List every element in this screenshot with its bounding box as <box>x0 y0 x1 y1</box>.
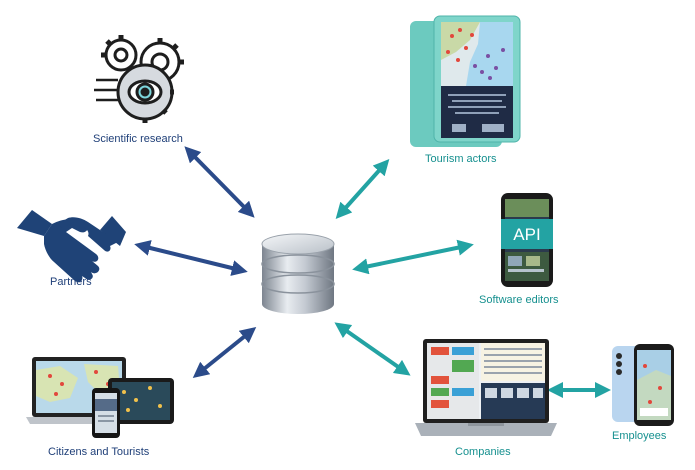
arrow-partners <box>134 240 248 276</box>
laptop-dashboard-icon <box>415 339 557 436</box>
arrow-software-editors <box>352 239 474 275</box>
tablet-map-icon <box>410 15 521 147</box>
arrow-tourism-actors <box>335 159 390 219</box>
label-software-editors: Software editors <box>479 294 559 306</box>
connection-arrows <box>134 146 611 398</box>
arrow-scientific-research <box>184 146 255 218</box>
phone-api-icon: API <box>501 193 553 287</box>
arrow-citizens-tourists <box>192 326 257 379</box>
gears-eye-icon <box>94 35 184 123</box>
handshake-icon <box>17 210 126 283</box>
label-partners: Partners <box>50 276 92 288</box>
label-employees: Employees <box>612 430 667 442</box>
label-companies: Companies <box>455 446 511 458</box>
label-citizens-tourists: Citizens and Tourists <box>48 446 150 458</box>
arrow-companies <box>334 322 411 376</box>
database-icon <box>261 233 335 314</box>
devices-icon <box>26 357 174 438</box>
phone-map-icon <box>612 344 674 426</box>
label-scientific-research: Scientific research <box>93 133 183 145</box>
api-badge: API <box>513 225 540 244</box>
label-tourism-actors: Tourism actors <box>425 153 497 165</box>
